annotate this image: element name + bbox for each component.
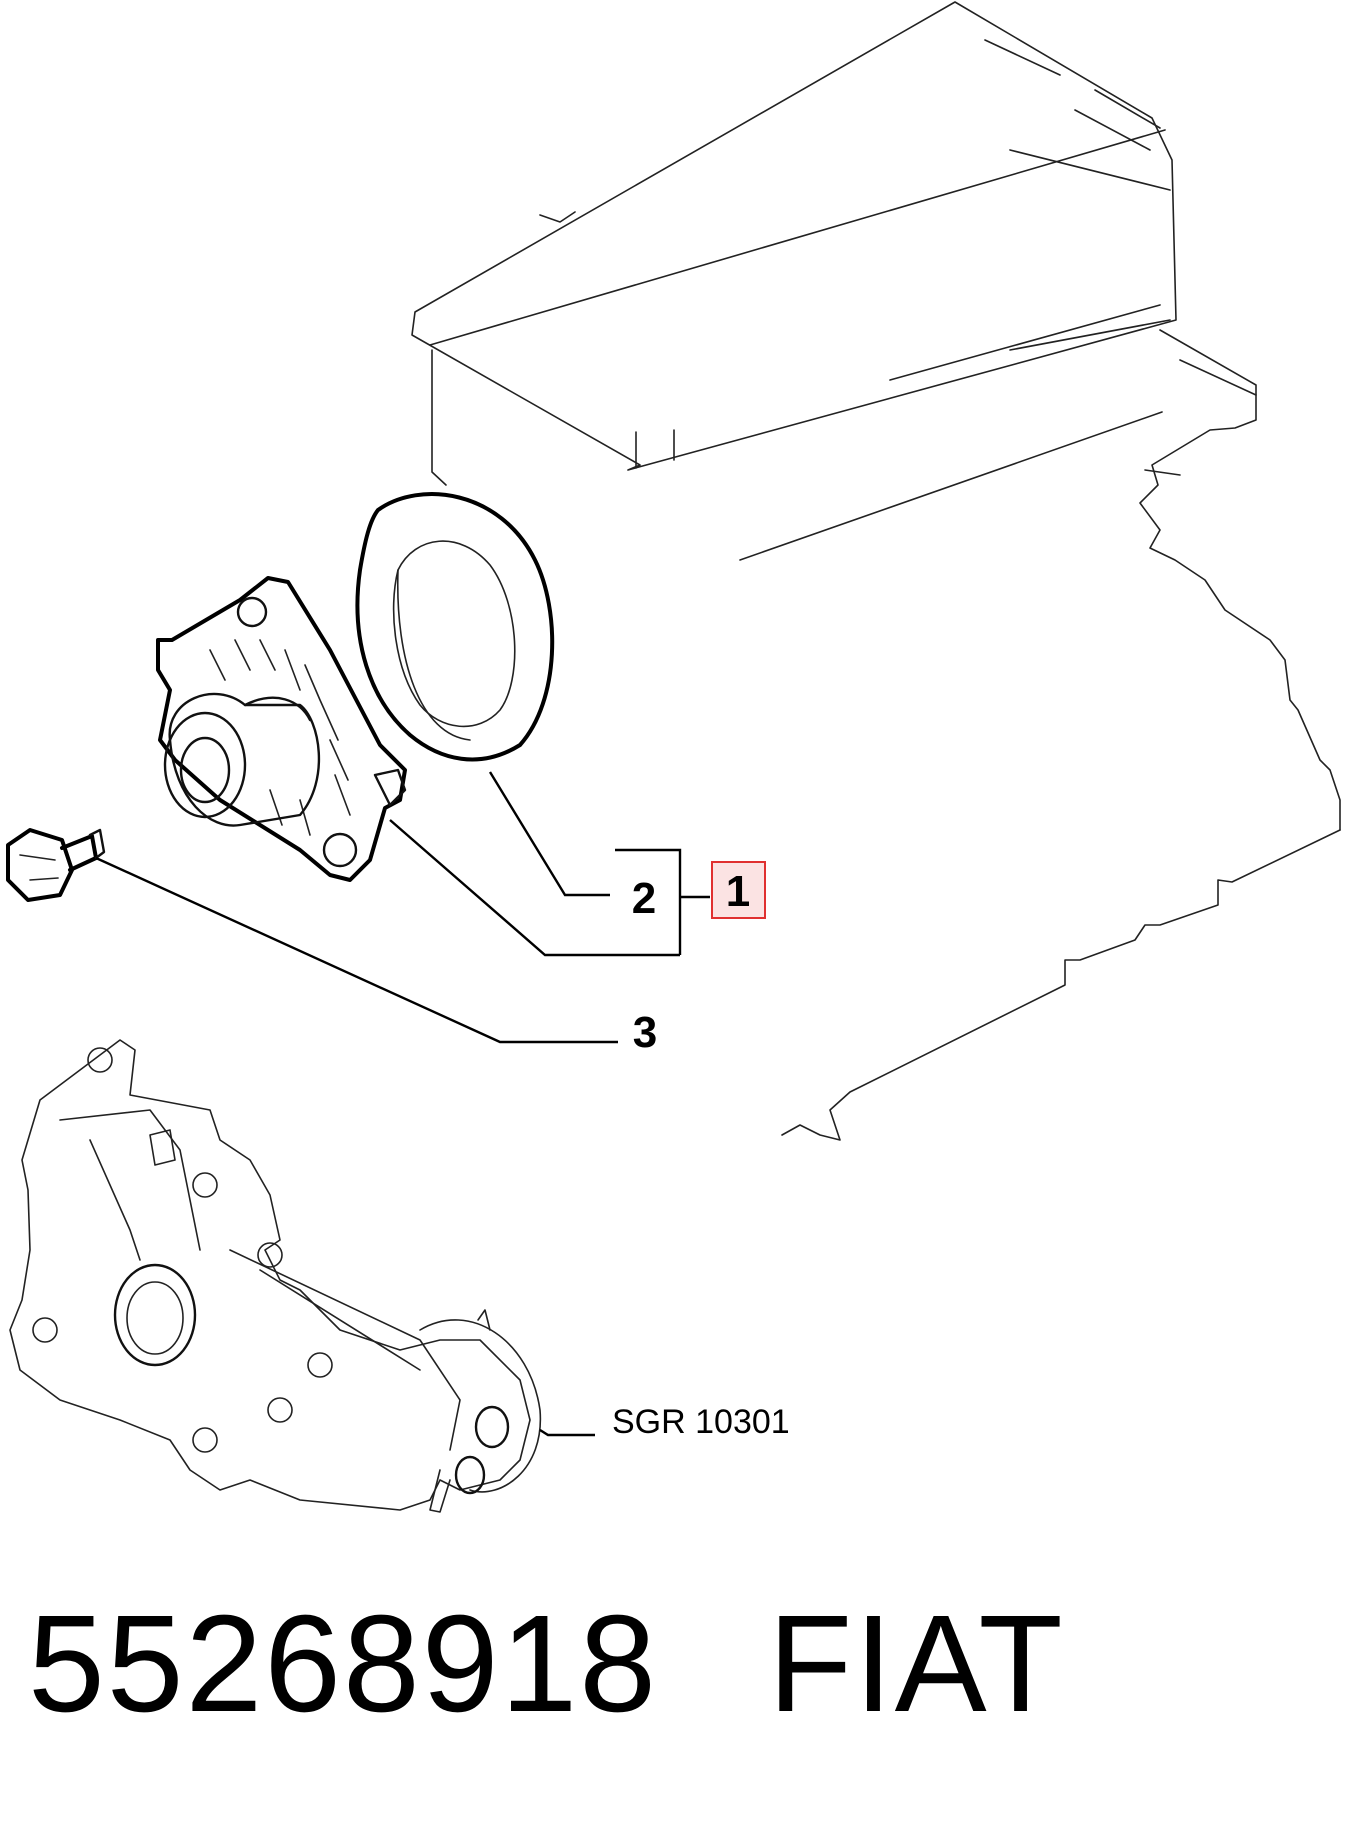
footer-caption: 55268918 FIAT xyxy=(28,1585,1065,1744)
callout-1-highlight xyxy=(711,861,766,919)
bolt-part xyxy=(6,828,106,902)
callout-2[interactable]: 2 xyxy=(632,874,656,923)
reference-housing-outline xyxy=(9,1039,542,1513)
gasket-part xyxy=(355,492,555,762)
callout-1[interactable]: 1 xyxy=(726,867,750,916)
leader-lines xyxy=(95,771,710,1437)
water-pump-housing xyxy=(156,576,407,882)
engine-block-outline xyxy=(411,1,1341,1141)
brand-name: FIAT xyxy=(768,1587,1065,1741)
part-number: 55268918 xyxy=(28,1587,658,1741)
reference-label[interactable]: SGR 10301 xyxy=(612,1403,790,1441)
callout-3[interactable]: 3 xyxy=(633,1008,657,1057)
